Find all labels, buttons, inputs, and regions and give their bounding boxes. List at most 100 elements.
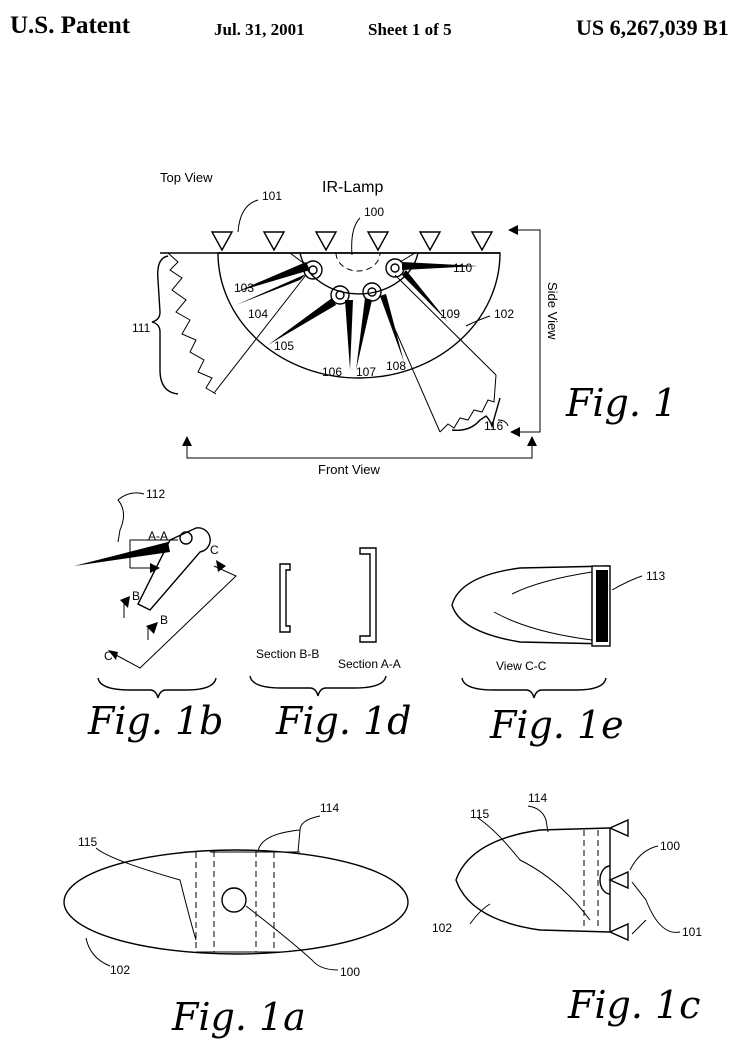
ref-101: 101 [262, 189, 282, 203]
leader-102 [465, 315, 491, 327]
mirror-arm [137, 527, 211, 611]
lamp-100c [599, 865, 611, 895]
ref-114: 114 [320, 801, 339, 815]
figure-1: Top View IR-Lamp 101 100 103 104 105 106… [132, 170, 677, 477]
ref-102: 102 [432, 921, 452, 935]
housing-outline [451, 565, 611, 645]
patent-date: Jul. 31, 2001 [214, 20, 305, 39]
brace-111 [151, 255, 179, 395]
triangle-icon [470, 231, 494, 252]
ref-100: 100 [340, 965, 360, 979]
figure-1c: 114 115 100 102 101 Fig. 1c [432, 791, 702, 1027]
section-bb-shape [279, 563, 291, 633]
leader-100a [245, 905, 339, 971]
ref-113: 113 [646, 569, 665, 583]
reflector-body [217, 252, 501, 379]
leader-102a [85, 937, 111, 967]
leader-114c [527, 805, 549, 833]
ref-107: 107 [356, 365, 376, 379]
section-aa-shape [359, 547, 377, 643]
leader-100 [351, 217, 361, 256]
fig1-caption: Fig. 1 [565, 381, 677, 425]
beam-line [379, 294, 441, 433]
label-b1: B [132, 589, 140, 603]
ref-115: 115 [78, 835, 97, 849]
brace-1d [249, 675, 387, 697]
brace-116 [451, 397, 501, 431]
ref-111: 111 [132, 321, 151, 335]
label-c2: C [210, 543, 219, 557]
fig1c-caption: Fig. 1c [567, 983, 700, 1027]
beam-line [394, 274, 497, 376]
section-aa-line [129, 539, 178, 568]
ref-101: 101 [682, 925, 702, 939]
triangle-icon [608, 870, 629, 890]
side-view-label: Side View [545, 282, 560, 340]
label-b2: B [160, 613, 168, 627]
scan-profile-116 [439, 374, 497, 433]
front-view-arrow [186, 440, 533, 459]
ref-110: 110 [453, 261, 472, 275]
brace-1b [97, 677, 217, 699]
lamp-100 [221, 887, 247, 913]
patent-label: U.S. Patent [10, 12, 131, 39]
label-aa: A-A [148, 529, 168, 543]
view-cc-label: View C-C [496, 659, 547, 673]
leader-114 [257, 815, 321, 853]
section-aa-label: Section A-A [338, 657, 401, 671]
inner-arc [299, 252, 419, 295]
fig1a-caption: Fig. 1a [171, 995, 306, 1039]
triangle-icon [608, 922, 629, 942]
ref-106: 106 [322, 365, 342, 379]
beam-line [213, 274, 307, 394]
leader-115c [477, 817, 591, 921]
top-view-label: Top View [160, 170, 213, 185]
filter-113 [596, 570, 608, 642]
fig1b-caption: Fig. 1b [87, 699, 224, 743]
ir-lamp-label: IR-Lamp [322, 179, 383, 196]
figure-1b: 112 A-A B B C C Fig. 1b [74, 487, 237, 743]
ref-100: 100 [364, 205, 384, 219]
triangle-icon [418, 231, 442, 252]
leader-100c [629, 845, 659, 871]
leader-101c [631, 881, 681, 935]
ref-109: 109 [440, 307, 460, 321]
leader-112 [117, 492, 145, 543]
ref-103: 103 [234, 281, 254, 295]
fig1d-caption: Fig. 1d [275, 699, 412, 743]
triangle-icon [366, 231, 390, 252]
ref-100: 100 [660, 839, 680, 853]
label-c1: C [104, 649, 113, 663]
front-view-label: Front View [318, 462, 381, 477]
leader-115 [95, 847, 197, 941]
ir-lamp-outline [335, 252, 381, 272]
ref-112: 112 [146, 487, 165, 501]
triangle-icon [210, 231, 234, 252]
fig1e-caption: Fig. 1e [489, 703, 624, 747]
leader-113 [611, 575, 643, 591]
figure-1a: 115 114 102 100 Fig. 1a [63, 801, 409, 1039]
triangle-icon [262, 231, 286, 252]
housing-side [455, 827, 611, 933]
ref-105: 105 [274, 339, 294, 353]
ref-114: 114 [528, 791, 547, 805]
sheet-number: Sheet 1 of 5 [368, 20, 452, 39]
emitter-triangles [210, 231, 494, 252]
triangle-icon [314, 231, 338, 252]
figure-1e: 113 View C-C Fig. 1e [451, 565, 665, 747]
ref-115: 115 [470, 807, 489, 821]
ref-102: 102 [110, 963, 130, 977]
mirror-blades [236, 252, 478, 370]
leader-102c [469, 903, 491, 925]
ref-104: 104 [248, 307, 268, 321]
side-view-arrow [510, 229, 541, 433]
reflector-ellipse [63, 849, 409, 955]
triangle-icon [608, 818, 629, 838]
ref-102: 102 [494, 307, 514, 321]
brace-1e [461, 677, 607, 699]
section-cc-line [115, 565, 237, 669]
ref-116: 116 [484, 419, 503, 433]
ref-108: 108 [386, 359, 406, 373]
figure-1d: Section B-B Section A-A Fig. 1d [249, 547, 412, 743]
